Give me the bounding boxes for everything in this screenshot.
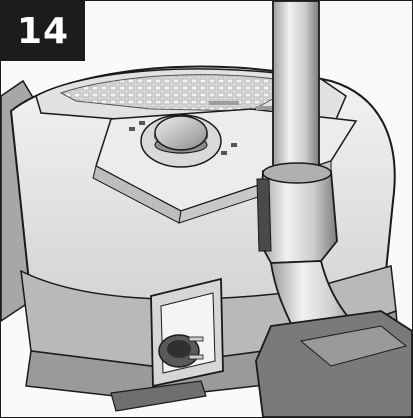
wand-clip — [256, 178, 272, 252]
step-number: 14 — [16, 10, 70, 52]
step-number-badge: 14 — [1, 1, 85, 61]
power-plug — [158, 334, 204, 368]
vacuum-wand — [256, 1, 363, 348]
